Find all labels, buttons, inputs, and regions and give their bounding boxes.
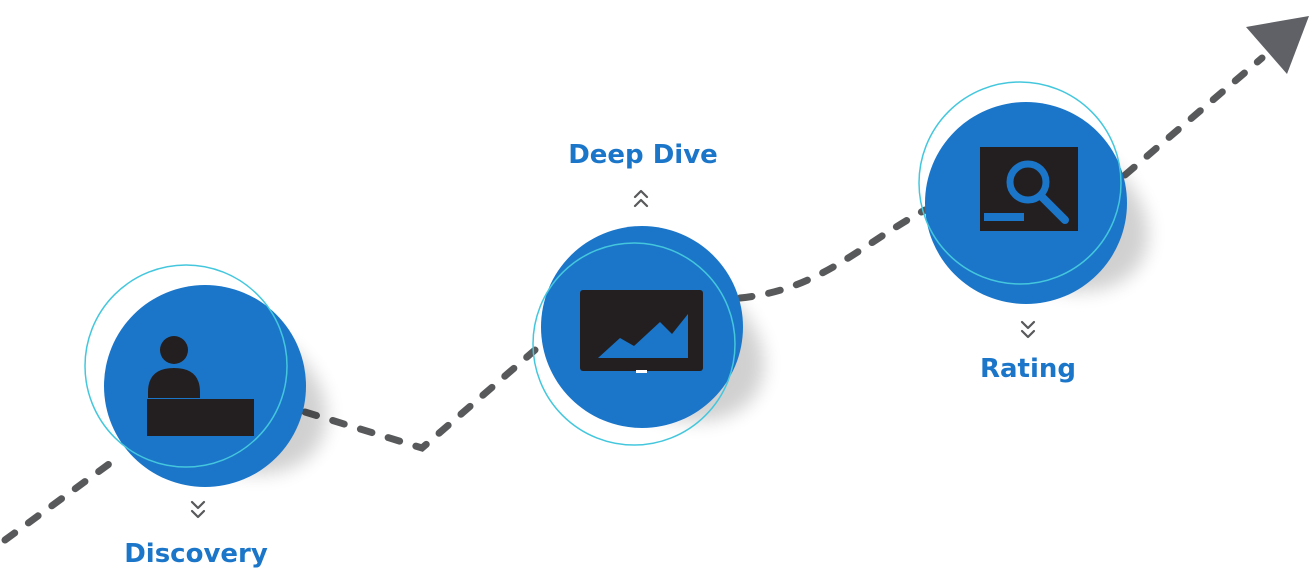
- deep-dive-ring: [532, 242, 736, 446]
- stage-label-deep-dive: Deep Dive: [568, 140, 718, 170]
- rating-ring: [918, 81, 1122, 285]
- stage-label-discovery: Discovery: [124, 539, 268, 569]
- arrow-head-icon: [1246, 16, 1309, 74]
- stage-rating-node: [918, 81, 1149, 304]
- stage-discovery-node: [84, 264, 327, 487]
- chevron-down-icon: [1020, 320, 1036, 339]
- magnifier-icon: [980, 147, 1078, 231]
- stage-label-rating: Rating: [979, 354, 1077, 384]
- person-at-desk-icon: [147, 336, 254, 436]
- journey-path: [1, 54, 1266, 544]
- chevron-down-icon: [190, 500, 206, 519]
- monitor-chart-icon: [580, 290, 703, 373]
- discovery-ring: [84, 264, 288, 468]
- stage-deep-dive-node: [532, 226, 765, 446]
- chevron-up-icon: [633, 189, 649, 208]
